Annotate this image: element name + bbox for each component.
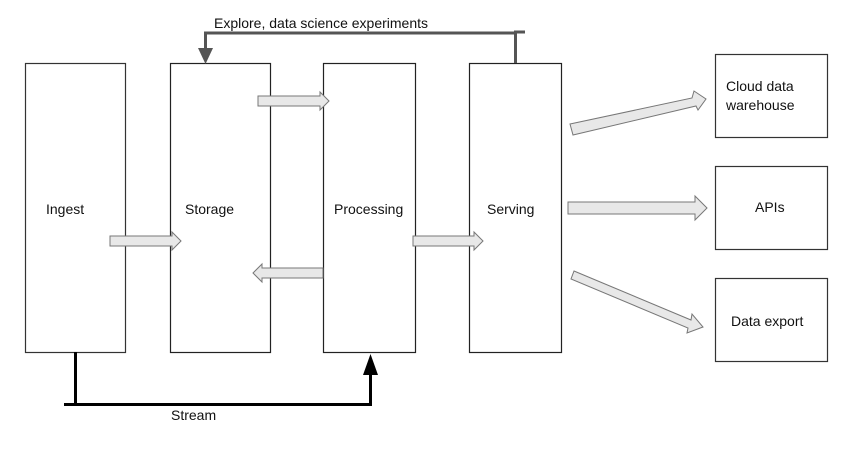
ingest-label: Ingest: [46, 201, 85, 217]
cloud-data-warehouse-label: Cloud data warehouse: [726, 77, 795, 115]
explore-arrowhead: [198, 48, 213, 64]
stream-label: Stream: [171, 407, 217, 423]
data-export-box[interactable]: [714, 277, 829, 363]
storage-label: Storage: [185, 201, 235, 217]
serving-label: Serving: [487, 201, 535, 217]
data-export-label: Data export: [731, 313, 804, 329]
stream-arrowhead: [363, 354, 378, 375]
arrow-storage-to-processing: [257, 90, 330, 112]
apis-label: APIs: [755, 199, 785, 215]
cloud-data-warehouse-box[interactable]: [714, 53, 829, 139]
arrow-processing-to-storage: [252, 262, 324, 284]
arrow-processing-to-serving: [412, 230, 484, 252]
processing-box[interactable]: [322, 62, 417, 354]
storage-box[interactable]: [169, 62, 272, 354]
arrow-serving-to-cloud-data-warehouse: [569, 90, 707, 136]
explore-label: Explore, data science experiments: [214, 15, 428, 31]
arrow-serving-to-data-export: [570, 270, 704, 334]
arrow-serving-to-apis: [567, 194, 708, 222]
stream-connector: [64, 352, 378, 406]
apis-box[interactable]: [714, 165, 829, 251]
ingest-box[interactable]: [24, 62, 127, 354]
explore-connector: [198, 30, 525, 64]
cloud-data-warehouse-line-2: warehouse: [726, 97, 795, 113]
cloud-data-warehouse-line-1: Cloud data: [726, 78, 794, 94]
serving-box[interactable]: [468, 62, 563, 354]
processing-label: Processing: [334, 201, 404, 217]
arrow-ingest-to-storage: [109, 230, 182, 252]
